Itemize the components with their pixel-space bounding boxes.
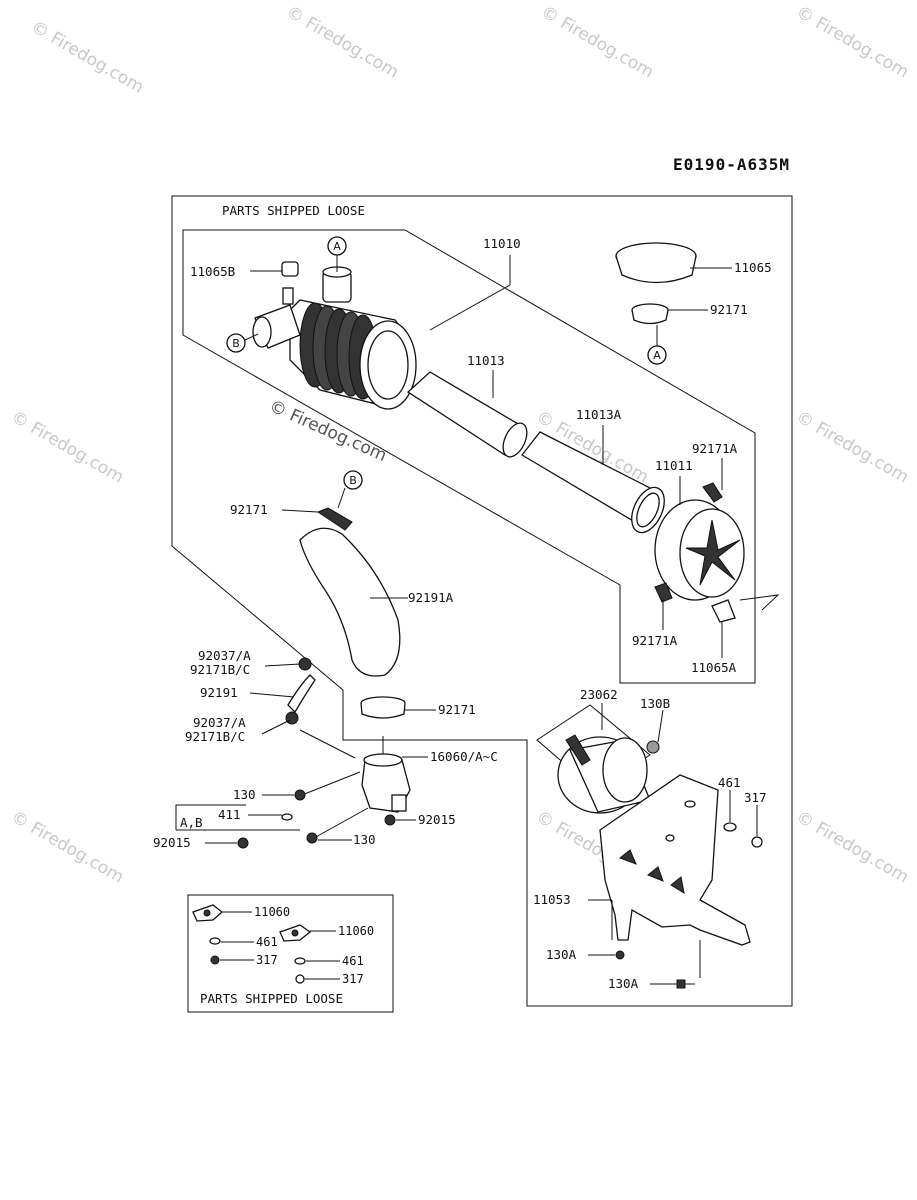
callout-461-b: 461 bbox=[342, 954, 364, 968]
filter-element-11013A: 11013A bbox=[521, 407, 665, 534]
nut-317-right: 317 bbox=[744, 790, 767, 848]
callout-11065A: 11065A bbox=[691, 660, 737, 675]
marker-b-label: B bbox=[232, 337, 240, 350]
callout-11011: 11011 bbox=[655, 458, 693, 473]
bolt-130-b: 130 bbox=[306, 807, 376, 847]
callout-461-a: 461 bbox=[256, 935, 278, 949]
elbow-16060: 16060/A~C bbox=[299, 729, 498, 813]
nut-92015-left: 92015 bbox=[153, 835, 249, 850]
watermark: © Firedog.com bbox=[28, 17, 147, 98]
callout-130A-2: 130A bbox=[608, 976, 639, 991]
callout-92015-right: 92015 bbox=[418, 812, 456, 827]
callout-130B: 130B bbox=[640, 696, 670, 711]
hose-92191A: 92191A bbox=[299, 527, 454, 677]
marker-b-hose: B bbox=[337, 470, 363, 509]
watermark: © Firedog.com bbox=[8, 807, 127, 888]
hose-92191: 92037/A 92171B/C 92191 92037/A 92171B/C bbox=[185, 648, 316, 744]
callout-317-a: 317 bbox=[256, 953, 278, 967]
bolt-130A-2: 130A bbox=[608, 940, 701, 991]
callout-317-b: 317 bbox=[342, 972, 364, 986]
clip-92171A-bottom: 92171A bbox=[632, 582, 678, 648]
air-cleaner-frame bbox=[182, 229, 756, 684]
callout-92171A-top: 92171A bbox=[692, 441, 738, 456]
clamp-92171-top: 92171 bbox=[631, 302, 748, 346]
callout-92171BC-2: 92171B/C bbox=[185, 729, 245, 744]
diagram-code: E0190-A635M bbox=[673, 155, 790, 174]
callout-461-right: 461 bbox=[718, 775, 741, 790]
callout-11013: 11013 bbox=[467, 353, 505, 368]
callout-130-b: 130 bbox=[353, 832, 376, 847]
callout-92037A-2: 92037/A bbox=[193, 715, 246, 730]
marker-a-label: A bbox=[333, 240, 341, 253]
small-box-label: PARTS SHIPPED LOOSE bbox=[200, 991, 343, 1006]
callout-92037A-1: 92037/A bbox=[198, 648, 251, 663]
bracket-11053: 11053 bbox=[533, 774, 751, 946]
filter-element-11013: 11013 bbox=[406, 353, 528, 458]
cap-11065B: 11065B bbox=[190, 261, 299, 279]
callout-411: 411 bbox=[218, 807, 241, 822]
callout-11060-b: 11060 bbox=[338, 924, 374, 938]
callout-92171-hose: 92171 bbox=[230, 502, 268, 517]
marker-b-label: B bbox=[349, 474, 357, 487]
washer-411: 411 A,B bbox=[175, 804, 300, 831]
bolt-130B: 130B bbox=[640, 696, 670, 754]
watermark: © Firedog.com bbox=[793, 807, 912, 888]
callout-317-right: 317 bbox=[744, 790, 767, 805]
marker-a-top: A bbox=[327, 236, 347, 272]
callout-11065: 11065 bbox=[734, 260, 772, 275]
callout-11060-a: 11060 bbox=[254, 905, 290, 919]
callout-92015-left: 92015 bbox=[153, 835, 191, 850]
nut-92015-right: 92015 bbox=[384, 812, 456, 827]
watermark-center: © Firedog.com bbox=[266, 396, 390, 466]
callout-92191A: 92191A bbox=[408, 590, 454, 605]
callout-11065B: 11065B bbox=[190, 264, 235, 279]
callout-11013A: 11013A bbox=[576, 407, 622, 422]
cap-11065: 11065 bbox=[615, 242, 772, 284]
callout-130-a: 130 bbox=[233, 787, 256, 802]
watermark: © Firedog.com bbox=[793, 407, 912, 488]
watermark: © Firedog.com bbox=[8, 407, 127, 488]
loose-parts-box: 11060 461 317 11060 461 317 PARTS SHIPPE… bbox=[187, 894, 394, 1013]
callout-group-11010: 11010 bbox=[429, 236, 521, 331]
air-cleaner-housing bbox=[252, 266, 417, 410]
clamp-92171-large: 92171 bbox=[360, 696, 476, 719]
watermark: © Firedog.com bbox=[793, 2, 912, 83]
callout-11010: 11010 bbox=[483, 236, 521, 251]
callout-92171BC-1: 92171B/C bbox=[190, 662, 250, 677]
bolt-130-a: 130 bbox=[233, 771, 361, 802]
main-box-label: PARTS SHIPPED LOOSE bbox=[222, 203, 365, 218]
callout-11053: 11053 bbox=[533, 892, 571, 907]
cover-11011: 11011 bbox=[654, 458, 745, 601]
washer-461-right: 461 bbox=[718, 775, 741, 832]
clamp-92171-hose: 92171 bbox=[230, 502, 353, 531]
watermark: © Firedog.com bbox=[538, 2, 657, 83]
callout-92171A-bottom: 92171A bbox=[632, 633, 678, 648]
duct-23062: 23062 bbox=[536, 687, 651, 814]
callout-16060: 16060/A~C bbox=[430, 749, 498, 764]
callout-130A-1: 130A bbox=[546, 947, 577, 962]
callout-23062: 23062 bbox=[580, 687, 618, 702]
clip-92171A-top: 92171A bbox=[692, 441, 738, 503]
bolt-130A-1: 130A bbox=[546, 947, 625, 962]
callout-92171-large: 92171 bbox=[438, 702, 476, 717]
marker-a-label: A bbox=[653, 349, 661, 362]
callout-92191: 92191 bbox=[200, 685, 238, 700]
marker-a-clamp: A bbox=[647, 345, 667, 365]
valve-11065A: 11065A bbox=[691, 599, 737, 675]
callout-92171-top: 92171 bbox=[710, 302, 748, 317]
marker-b-left: B bbox=[226, 333, 259, 353]
ab-box-label: A,B bbox=[180, 815, 203, 830]
main-frame: PARTS SHIPPED LOOSE bbox=[171, 195, 793, 1007]
watermark: © Firedog.com bbox=[283, 2, 402, 83]
